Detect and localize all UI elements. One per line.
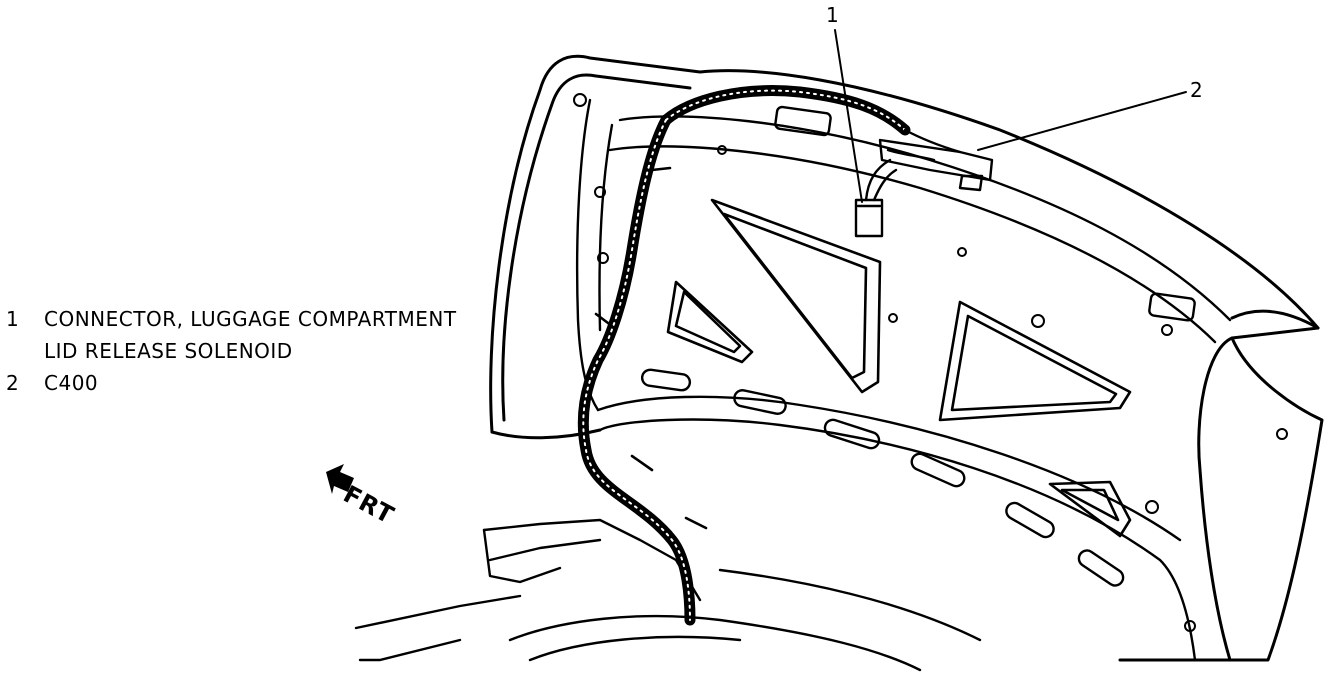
front-direction-indicator: FRT <box>322 458 432 530</box>
connector-2-drawing <box>878 128 994 192</box>
connector-1-drawing <box>854 158 898 238</box>
legend-item-2: 2 C400 <box>6 367 457 399</box>
callout-2: 2 <box>1190 78 1203 102</box>
leader-line-1 <box>834 29 863 203</box>
legend-item-1: 1 CONNECTOR, LUGGAGE COMPARTMENT <box>6 303 457 335</box>
legend-item-1-continued: LID RELEASE SOLENOID <box>6 335 457 367</box>
legend-item-text: C400 <box>44 371 99 395</box>
legend-item-text: LID RELEASE SOLENOID <box>44 339 293 363</box>
triangular-openings <box>666 198 1132 538</box>
wiring-harness-ribs <box>582 89 906 621</box>
leader-line-2 <box>977 91 1187 151</box>
slot-openings <box>640 105 1196 587</box>
legend-item-text: CONNECTOR, LUGGAGE COMPARTMENT <box>44 307 457 331</box>
mounting-holes <box>573 93 1288 632</box>
lid-outline <box>489 54 1324 662</box>
harness-straps <box>594 166 708 530</box>
arrow-icon <box>326 464 354 494</box>
callout-1: 1 <box>826 3 839 27</box>
legend-item-number: 1 <box>6 307 20 331</box>
trunk-opening <box>354 518 982 672</box>
leader-lines <box>834 29 1187 203</box>
legend-item-number: 2 <box>6 371 20 395</box>
inner-panel <box>575 98 1232 662</box>
legend: 1 CONNECTOR, LUGGAGE COMPARTMENT LID RELE… <box>6 303 457 399</box>
